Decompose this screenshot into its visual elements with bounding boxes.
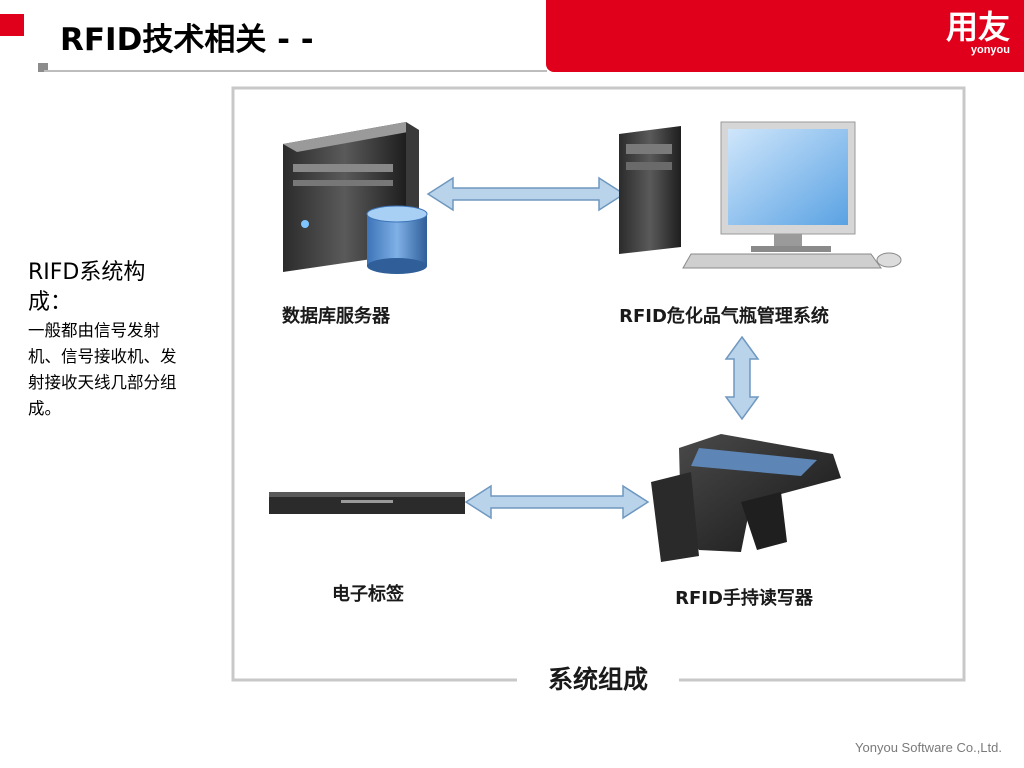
corner-accent [0, 14, 24, 36]
reader-label: RFID手持读写器 [675, 587, 814, 609]
footer-company: Yonyou Software Co.,Ltd. [855, 740, 1002, 755]
diagram-caption: 系统组成 [548, 665, 648, 694]
brand-logo-en: yonyou [970, 44, 1010, 56]
rfid-handheld-reader-icon [651, 434, 841, 562]
rule-marker [38, 63, 48, 72]
brand-banner: 用友 yonyou [546, 0, 1024, 72]
title-underline [44, 70, 547, 72]
tag-label: 电子标签 [332, 583, 405, 605]
bidirectional-arrow-bottom [464, 484, 650, 520]
mgmt-system-label: RFID危化品气瓶管理系统 [619, 305, 829, 327]
description-heading: RIFD系统构成： [28, 260, 146, 315]
description-body: 一般都由信号发射机、信号接收机、发射接收天线几部分组成。 [28, 321, 177, 418]
electronic-tag-icon [269, 492, 465, 514]
db-server-label: 数据库服务器 [282, 305, 391, 327]
rfid-system-diagram: 数据库服务器 RFID危化品气瓶管理系统 电子标签 RFID手持读写器 系统组成 [231, 86, 966, 694]
bidirectional-arrow-vertical [724, 335, 760, 421]
database-server-icon [283, 122, 428, 274]
brand-logo-cn: 用友 [945, 8, 1010, 46]
yonyou-logo: 用友 yonyou [946, 10, 1010, 56]
page-title: RFID技术相关 - - [60, 22, 314, 58]
description-block: RIFD系统构成： 一般都由信号发射机、信号接收机、发射接收天线几部分组成。 [28, 258, 178, 422]
management-pc-icon [619, 121, 902, 269]
